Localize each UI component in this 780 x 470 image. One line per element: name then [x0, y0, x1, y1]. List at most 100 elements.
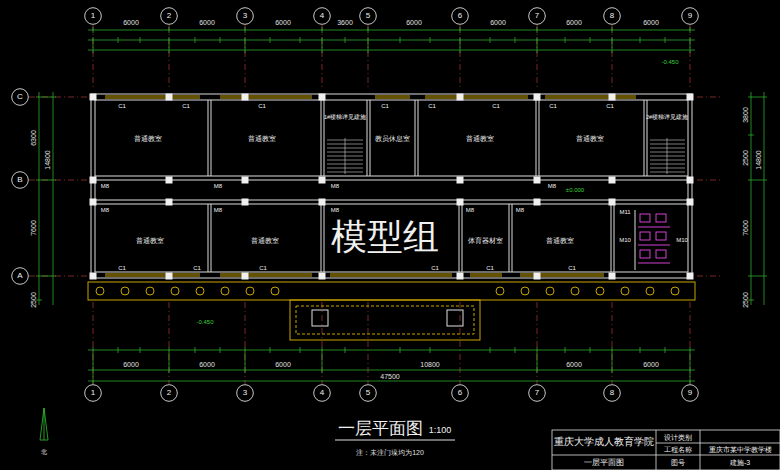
door-tag: M8 [548, 183, 556, 189]
axis-bubble: 6 [451, 384, 469, 402]
room-area: 普通教室 [245, 133, 279, 144]
axis-number: 6 [451, 384, 469, 402]
drawing-note: 注：未注门垛均为120 [356, 449, 424, 456]
window-tag: C1 [259, 265, 267, 271]
axis-bubble: 3 [236, 7, 254, 25]
dimension: 10800 [420, 361, 439, 368]
level-mark: -0.450 [196, 319, 213, 325]
dimension: 6000 [490, 19, 506, 26]
axis-number: A [11, 267, 29, 285]
axis-bubble: 1 [84, 7, 102, 25]
watermark: 模型组 [331, 219, 439, 255]
axis-bubble: 1 [84, 384, 102, 402]
room-area: 普通教室 [248, 235, 282, 246]
axis-bubble: 2 [160, 384, 178, 402]
axis-number: 3 [236, 384, 254, 402]
window-tag: C1 [492, 103, 500, 109]
dimension: 6000 [566, 19, 582, 26]
dimension: 6000 [123, 19, 139, 26]
title-block-cell: 图号 [671, 459, 685, 466]
axis-bubble: C [11, 88, 29, 106]
door-tag: M8 [214, 183, 222, 189]
window-tag: C1 [431, 265, 439, 271]
axis-bubble: 5 [359, 384, 377, 402]
axis-bubble: 4 [313, 384, 331, 402]
window-tag: C1 [549, 103, 557, 109]
stair-note: 2#楼梯详见建施 [646, 115, 688, 121]
room-area: 体育器材室 [465, 235, 506, 246]
axis-bubble: 7 [528, 384, 546, 402]
dimension: 14800 [755, 150, 762, 169]
axis-number: 8 [603, 384, 621, 402]
axis-number: 9 [681, 384, 699, 402]
window-tag: C1 [486, 265, 494, 271]
dimension: 7600 [30, 220, 37, 236]
dimension: 7600 [742, 220, 749, 236]
window-tag: C1 [428, 103, 436, 109]
axis-bubble: 4 [313, 7, 331, 25]
door-tag: M8 [331, 183, 339, 189]
dimension: 2500 [742, 150, 749, 166]
window-tag: C1 [118, 103, 126, 109]
axis-bubble: B [11, 171, 29, 189]
window-tag: C1 [381, 103, 389, 109]
axis-number: 6 [451, 7, 469, 25]
room-name: 普通教室 [134, 135, 162, 142]
dimension: 6000 [406, 19, 422, 26]
title-block-cell: 重庆大学成人教育学院 [554, 437, 654, 447]
window-tag: C1 [118, 265, 126, 271]
title-block-cell: 重庆市某中学教学楼 [709, 446, 772, 453]
door-tag: M8 [101, 207, 109, 213]
axis-number: B [11, 171, 29, 189]
dimension: 6000 [275, 361, 291, 368]
axis-bubble: 7 [528, 7, 546, 25]
room-name: 普通教室 [248, 135, 276, 142]
door-tag: M8 [516, 207, 524, 213]
dimension: 6000 [199, 19, 215, 26]
dimension: 2500 [30, 292, 37, 308]
dimension: 47500 [380, 373, 399, 380]
dimension: 6000 [643, 19, 659, 26]
dimension: 6000 [566, 361, 582, 368]
axis-number: C [11, 88, 29, 106]
title-block-cell: 建施-3 [730, 459, 750, 466]
level-mark: ±0.000 [566, 187, 584, 193]
room-area: 普通教室 [543, 235, 577, 246]
room-area: 教员休息室 [372, 133, 413, 144]
axis-number: 1 [84, 384, 102, 402]
drawing-title: 一层平面图 [338, 420, 423, 437]
dimension: 6000 [643, 361, 659, 368]
door-tag: M8 [101, 183, 109, 189]
axis-bubble: 8 [603, 7, 621, 25]
axis-number: 5 [359, 7, 377, 25]
axis-number: 7 [528, 384, 546, 402]
door-tag: M8 [331, 207, 339, 213]
axis-bubble: 6 [451, 7, 469, 25]
window-tag: C1 [182, 103, 190, 109]
room-name: 教员休息室 [375, 135, 410, 142]
door-tag: M8 [466, 207, 474, 213]
axis-number: 1 [84, 7, 102, 25]
axis-number: 5 [359, 384, 377, 402]
door-tag: M10 [619, 237, 631, 243]
title-block-cell: 设计类别 [664, 433, 692, 440]
axis-bubble: 9 [681, 7, 699, 25]
north-label: 北 [41, 449, 47, 455]
axis-number: 4 [313, 384, 331, 402]
room-name: 普通教室 [251, 237, 279, 244]
axis-number: 9 [681, 7, 699, 25]
window-tag: C1 [258, 103, 266, 109]
room-area: 普通教室 [131, 133, 165, 144]
room-name: 普通教室 [136, 237, 164, 244]
window-tag: C1 [606, 103, 614, 109]
axis-bubble: 9 [681, 384, 699, 402]
axis-number: 8 [603, 7, 621, 25]
axis-number: 2 [160, 7, 178, 25]
room-area: 普通教室 [463, 133, 497, 144]
dimension: 14800 [44, 150, 51, 169]
dimension: 6000 [123, 361, 139, 368]
axis-number: 4 [313, 7, 331, 25]
axis-bubble: 5 [359, 7, 377, 25]
dimension: 2500 [742, 292, 749, 308]
dimension: 3800 [742, 107, 749, 123]
